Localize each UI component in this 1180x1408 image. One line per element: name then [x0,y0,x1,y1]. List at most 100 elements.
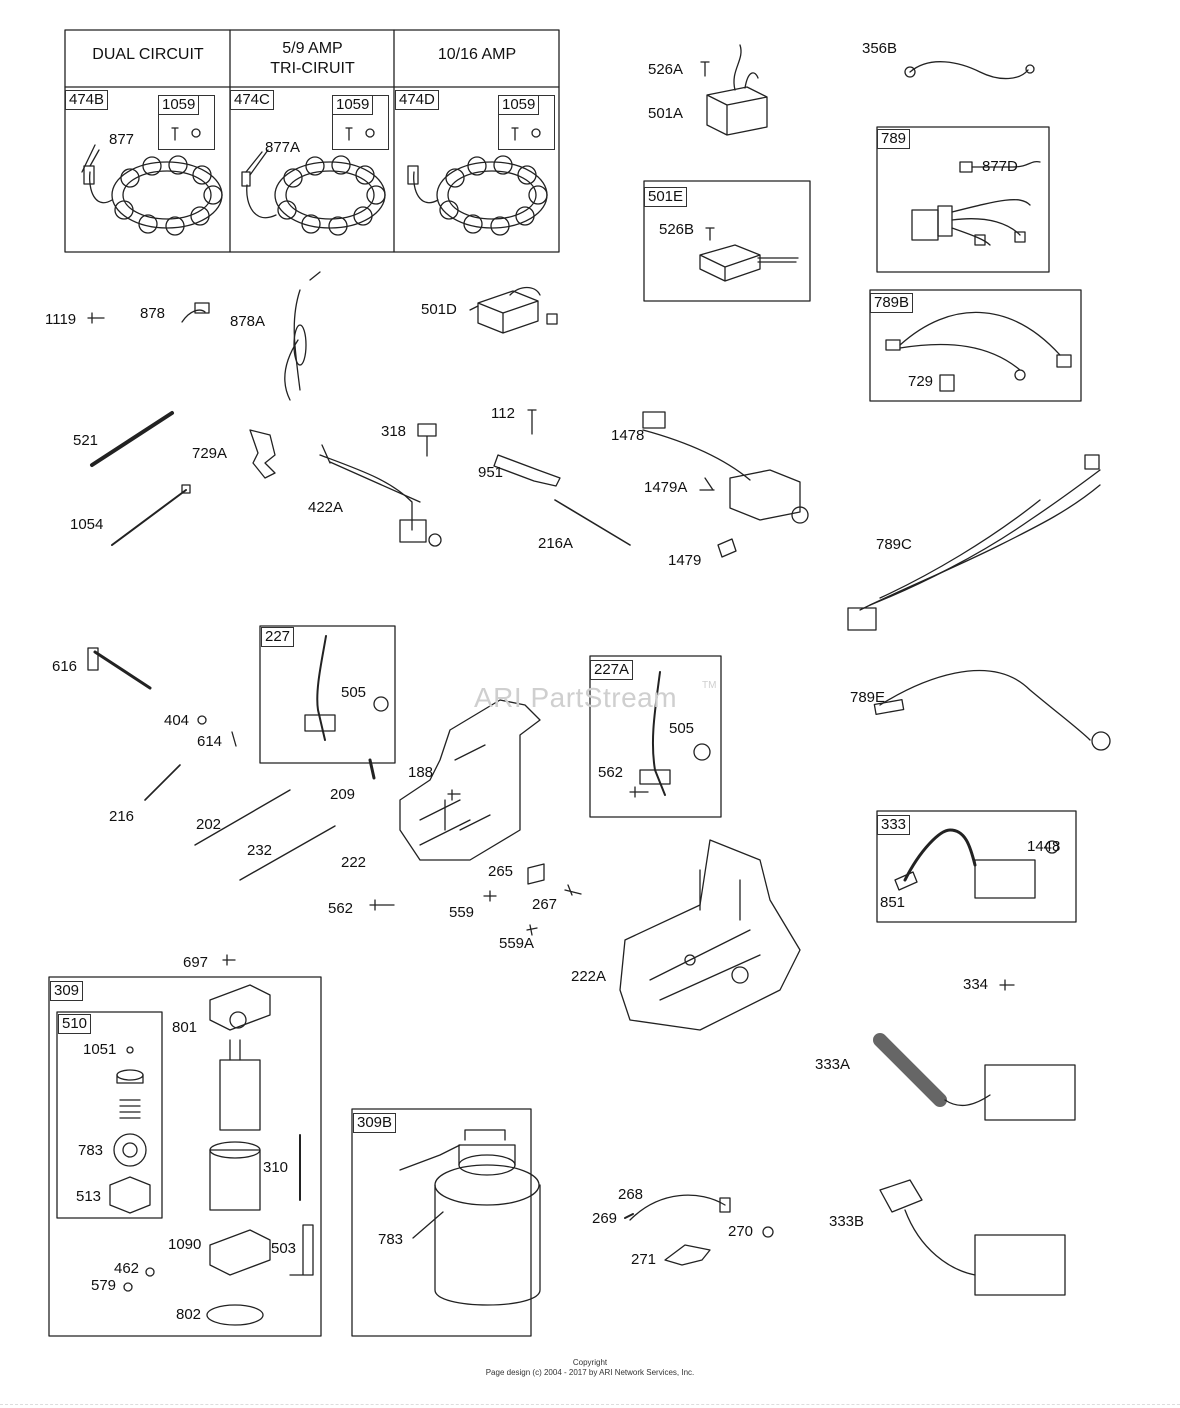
gear-783 [113,1133,147,1167]
callout-188: 188 [408,764,434,781]
wire-878a [284,289,301,401]
clip-1051 [126,1046,134,1054]
watermark-tm: TM [702,680,717,691]
stator-474d [407,155,548,236]
callout-334: 334 [963,976,989,993]
screw-267 [564,884,582,896]
stator-474b [83,149,223,236]
spring [119,1099,141,1119]
callout-559: 559 [449,904,475,921]
callout-503: 503 [271,1240,297,1257]
plate-802 [206,1304,264,1326]
callout-616: 616 [52,658,78,675]
lever-422a [319,454,413,531]
callout-614: 614 [197,733,223,750]
callout-1119: 1119 [45,311,77,328]
callout-310: 310 [263,1159,289,1176]
box-309 [48,976,322,1337]
tag-474c: 474C [230,90,274,110]
link-202 [194,789,291,846]
callout-1051: 1051 [83,1041,117,1058]
cap-1479 [717,538,737,558]
wire-789e [879,669,1091,741]
callout-222a: 222A [571,968,607,985]
tag-227: 227 [261,627,295,647]
callout-462: 462 [114,1260,140,1277]
tie-1054 [111,489,187,546]
callout-222: 222 [341,854,367,871]
tag-789: 789 [877,129,911,149]
spring-209 [368,758,376,780]
box-227 [259,625,396,764]
clip-265 [527,863,545,885]
callout-801: 801 [172,1019,198,1036]
starter-motor-783 [434,1184,541,1306]
callout-697: 697 [183,954,209,971]
screw-1119 [87,312,105,324]
watermark: ARI PartStream [474,682,678,713]
callout-1090: 1090 [168,1236,202,1253]
tag-474d: 474D [395,90,439,110]
coil-boot-333a [873,1033,947,1107]
box-789 [876,126,1050,273]
callout-265: 265 [488,863,514,880]
callout-526b: 526B [659,221,695,238]
callout-202: 202 [196,816,222,833]
callout-505-a: 505 [341,684,367,701]
tag-333: 333 [877,815,911,835]
strap-503 [289,1224,314,1276]
housing-310 [209,1149,261,1211]
tag-789b: 789B [870,293,914,313]
callout-422a: 422A [308,499,344,516]
washer-462 [145,1267,155,1277]
callout-513: 513 [76,1188,102,1205]
callout-877a: 877A [265,139,301,156]
bolt-318 [417,423,437,457]
bracket-729a [249,429,276,479]
callout-216: 216 [109,808,135,825]
callout-270: 270 [728,1223,754,1240]
callout-333a: 333A [815,1056,851,1073]
tag-309b: 309B [353,1113,397,1133]
cable-268 [629,1194,726,1221]
callout-579: 579 [91,1277,117,1294]
tag-510: 510 [58,1014,92,1034]
callout-232: 232 [247,842,273,859]
callout-112: 112 [491,405,515,422]
box-309b [351,1108,532,1337]
box-510 [56,1011,163,1219]
screw-526a [700,61,710,77]
callout-877: 877 [109,131,135,148]
tag-1059-a: 1059 [158,95,200,115]
harness-789c [859,484,1101,611]
callout-268: 268 [618,1186,644,1203]
link-216a [554,499,631,546]
callout-789c: 789C [876,536,912,553]
pin-112 [527,409,537,435]
screw-559a [526,924,538,936]
callout-216a: 216A [538,535,574,552]
callout-501a: 501A [648,105,684,122]
lever-271 [664,1244,711,1266]
screw-188 [447,789,461,801]
ground-wire-356b [909,61,1029,80]
nut-270 [762,1226,774,1238]
callout-404: 404 [164,712,190,729]
header-amp: 10/16 AMP [437,46,517,63]
rod-521 [90,411,174,467]
screw-334 [999,979,1015,991]
screw-562 [369,899,395,911]
callout-269: 269 [592,1210,618,1227]
coil-boot-333b [879,1179,923,1213]
coil-333b [974,1234,1066,1296]
hardware-1059-icons [171,127,541,141]
tag-1059-b: 1059 [332,95,374,115]
coil-333a [984,1064,1076,1121]
callout-562-b: 562 [328,900,354,917]
callout-356b: 356B [862,40,898,57]
box-501e [643,180,811,302]
bracket-222a [619,839,801,1031]
callout-318: 318 [381,423,407,440]
rectifier-501a [706,86,768,136]
callout-783-b: 783 [378,1231,404,1248]
